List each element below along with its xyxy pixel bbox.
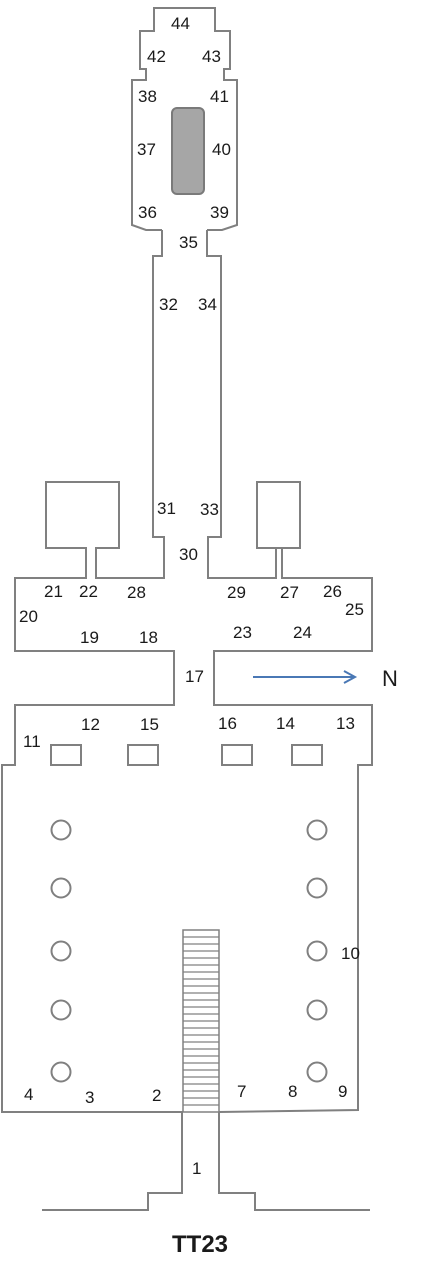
niche — [127, 744, 159, 766]
wall-label-26: 26 — [323, 582, 342, 601]
wall-label-38: 38 — [138, 87, 157, 106]
wall-label-17: 17 — [185, 667, 204, 686]
wall-label-30: 30 — [179, 545, 198, 564]
wall-label-2: 2 — [152, 1086, 161, 1105]
pillar — [306, 1061, 328, 1083]
wall-label-28: 28 — [127, 583, 146, 602]
wall-label-1: 1 — [192, 1159, 201, 1178]
pillar — [306, 940, 328, 962]
wall-label-18: 18 — [139, 628, 158, 647]
wall-label-13: 13 — [336, 714, 355, 733]
pillar — [306, 877, 328, 899]
niche — [291, 744, 323, 766]
pillar — [50, 819, 72, 841]
wall-label-39: 39 — [210, 203, 229, 222]
upper-chamber-wall — [1, 230, 183, 1211]
wall-label-15: 15 — [140, 715, 159, 734]
wall-label-20: 20 — [19, 607, 38, 626]
pillar — [50, 1061, 72, 1083]
north-arrow-head — [343, 670, 358, 684]
wall-label-12: 12 — [81, 715, 100, 734]
wall-label-44: 44 — [171, 14, 190, 33]
wall-label-21: 21 — [44, 582, 63, 601]
niche — [50, 744, 82, 766]
pillars-left — [50, 819, 72, 1083]
wall-label-41: 41 — [210, 87, 229, 106]
wall-label-4: 4 — [24, 1085, 33, 1104]
wall-label-37: 37 — [137, 140, 156, 159]
wall-label-33: 33 — [200, 500, 219, 519]
pillars-right — [306, 819, 328, 1083]
stairway — [182, 929, 220, 1113]
wall-label-32: 32 — [159, 295, 178, 314]
wall-label-35: 35 — [179, 233, 198, 252]
north-label: N — [382, 666, 398, 691]
wall-label-11: 11 — [23, 732, 41, 751]
sarcophagus — [171, 107, 205, 195]
wall-label-16: 16 — [218, 714, 237, 733]
wall-label-14: 14 — [276, 714, 295, 733]
pillar — [50, 999, 72, 1021]
upper-chamber-wall-right — [206, 230, 373, 1211]
north-arrow: N — [253, 666, 398, 691]
niche — [221, 744, 253, 766]
wall-label-8: 8 — [288, 1082, 297, 1101]
wall-label-43: 43 — [202, 47, 221, 66]
pillar — [50, 940, 72, 962]
wall-label-31: 31 — [157, 499, 176, 518]
wall-labels: 1 2 3 4 7 8 9 10 11 12 13 14 15 16 17 18… — [19, 14, 364, 1178]
wall-label-25: 25 — [345, 600, 364, 619]
wall-label-34: 34 — [198, 295, 217, 314]
wall-label-10: 10 — [341, 944, 360, 963]
wall-label-24: 24 — [293, 623, 312, 642]
wall-label-40: 40 — [212, 140, 231, 159]
wall-label-7: 7 — [237, 1082, 246, 1101]
pillar — [306, 999, 328, 1021]
wall-label-42: 42 — [147, 47, 166, 66]
pillar — [306, 819, 328, 841]
wall-label-29: 29 — [227, 583, 246, 602]
wall-label-27: 27 — [280, 583, 299, 602]
wall-label-9: 9 — [338, 1082, 347, 1101]
shrine-wall — [131, 7, 238, 231]
wall-label-23: 23 — [233, 623, 252, 642]
plan-title: TT23 — [172, 1231, 228, 1258]
wall-label-22: 22 — [79, 582, 98, 601]
pillar — [50, 877, 72, 899]
wall-label-3: 3 — [85, 1088, 94, 1107]
wall-label-19: 19 — [80, 628, 99, 647]
wall-label-36: 36 — [138, 203, 157, 222]
